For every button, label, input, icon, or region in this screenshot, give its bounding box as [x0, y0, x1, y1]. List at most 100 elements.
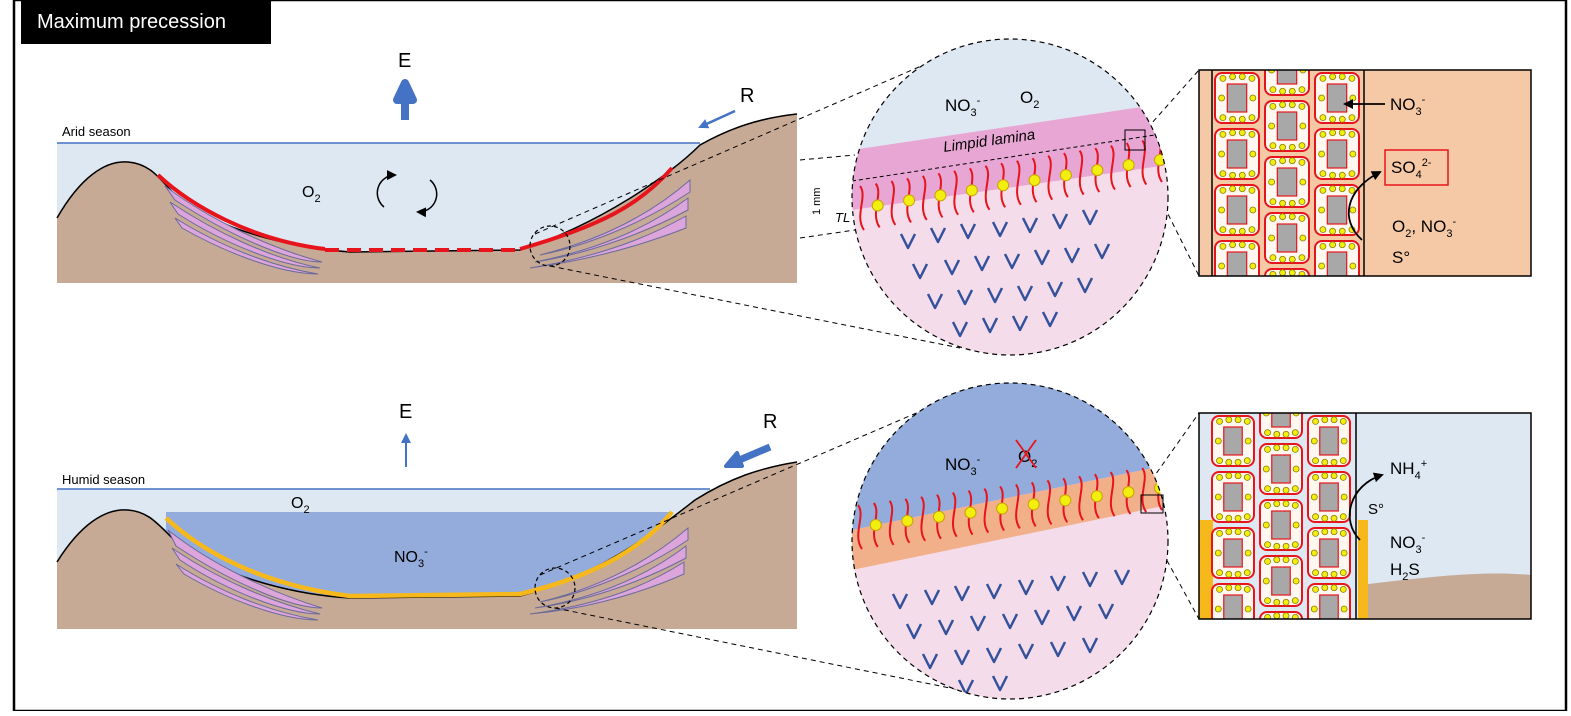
sulfur-granule	[869, 518, 882, 531]
sulfur-granule	[1216, 457, 1223, 465]
gypsum-crystal	[926, 293, 944, 310]
humid-laminae-left	[167, 529, 323, 621]
sulfur-granule	[1298, 103, 1306, 110]
sulfur-vacuole	[1271, 510, 1291, 540]
sulfur-granule	[1243, 417, 1251, 425]
sulfur-vacuole	[1223, 426, 1243, 456]
sulfur-granule	[1238, 185, 1246, 193]
arid-lake-section: E R Arid season O2	[56, 50, 798, 283]
sulfur-granule	[1279, 143, 1286, 151]
humid-gypsum-crystals	[891, 569, 1131, 696]
sulfur-granule	[1273, 556, 1281, 564]
sulfur-granule	[1219, 226, 1227, 234]
sulfur-granule	[1321, 584, 1329, 592]
arid-water-o2: O2	[302, 184, 321, 205]
sulfur-granule	[1338, 115, 1346, 123]
sulfur-granule	[1225, 458, 1233, 466]
sulfur-vacuole	[1319, 594, 1339, 619]
sulfur-granule	[1312, 586, 1319, 593]
sulfur-granule	[1244, 549, 1252, 557]
sulfur-granule	[1249, 206, 1257, 214]
scale-1mm-label: 1 mm	[811, 188, 823, 216]
arid-cell-no3: NO3-	[1390, 94, 1426, 118]
mat-filament	[1015, 483, 1021, 530]
gypsum-crystal	[953, 585, 971, 602]
gypsum-crystal	[1041, 311, 1059, 328]
gypsum-crystal	[1093, 243, 1111, 260]
sulfur-granule	[1216, 473, 1223, 481]
sulfur-granule	[1288, 87, 1296, 95]
sulfur-granule	[1273, 430, 1281, 438]
sulfur-granule	[1282, 612, 1290, 619]
sulfur-granule	[1291, 597, 1299, 604]
gypsum-crystal	[1003, 253, 1021, 270]
sulfur-granule	[1289, 46, 1295, 52]
sulfur-granule	[1268, 178, 1275, 186]
sulfur-granule	[1229, 129, 1236, 137]
gypsum-crystal	[1017, 643, 1035, 660]
gypsum-crystal	[1097, 603, 1115, 620]
sulfur-granule	[1338, 185, 1346, 193]
sulfur-granule	[1269, 198, 1277, 206]
arid-red-mat-right	[519, 166, 674, 251]
sulfur-granule	[1229, 115, 1236, 123]
gypsum-crystal	[985, 583, 1003, 600]
sulfur-vacuole	[1276, 167, 1298, 197]
sulfur-granule	[1218, 262, 1225, 270]
sulfur-granule	[1244, 626, 1250, 632]
humid-surface-o2: O2	[291, 495, 310, 516]
humid-zoom-source-box	[1140, 494, 1164, 514]
sulfur-granule	[1291, 501, 1299, 509]
sulfur-granule	[1330, 458, 1338, 466]
sulfur-granule	[1154, 482, 1166, 494]
sulfur-granule	[1330, 472, 1338, 480]
arid-cell-o2-no3: O2, NO3-	[1392, 216, 1456, 240]
sulfur-granule	[1298, 86, 1306, 93]
sulfur-granule	[1226, 627, 1232, 633]
humid-mat-filaments	[857, 465, 1166, 550]
arid-zoom-o2: O2	[1020, 88, 1039, 111]
sulfur-granule	[1298, 198, 1306, 206]
sulfur-granule	[1216, 586, 1223, 593]
sulfur-granule	[1310, 493, 1318, 501]
sulfur-granule	[1299, 311, 1305, 317]
sulfur-granule	[1238, 241, 1246, 249]
sulfur-granule	[1216, 417, 1223, 425]
sulfur-granule	[1289, 312, 1295, 318]
sulfur-granule	[1273, 598, 1281, 606]
sulfur-granule	[1239, 284, 1245, 290]
sulfur-granule	[932, 510, 945, 523]
arid-runoff-arrow	[698, 109, 736, 129]
sulfur-granule	[1248, 242, 1256, 250]
sulfur-granule	[1269, 86, 1277, 93]
sulfur-granule	[1248, 226, 1256, 234]
sulfur-granule	[1329, 115, 1336, 123]
arid-season-label: Arid season	[62, 124, 131, 139]
sulfur-granule	[1282, 430, 1290, 438]
sulfur-granule	[1319, 75, 1327, 82]
sulfur-granule	[1299, 47, 1305, 53]
sulfur-granule	[1243, 530, 1251, 537]
sulfur-granule	[965, 184, 978, 197]
sulfur-granule	[903, 194, 916, 207]
sulfur-granule	[996, 502, 1009, 515]
sulfur-granule	[1340, 626, 1346, 632]
mat-filament	[859, 185, 865, 231]
sulfur-granule	[1225, 584, 1233, 592]
sulfur-granule	[1338, 227, 1346, 235]
humid-cell-h2s: H2S	[1390, 560, 1420, 583]
mat-filament	[953, 170, 959, 216]
sulfur-granule	[1339, 417, 1347, 425]
sulfur-granule	[1249, 150, 1257, 158]
sulfur-granule	[1339, 284, 1345, 290]
sulfur-granule	[1339, 457, 1347, 465]
sulfur-granule	[997, 179, 1010, 192]
sulfur-granule	[1225, 416, 1233, 424]
gypsum-crystal	[969, 615, 987, 632]
sulfur-granule	[1312, 457, 1319, 465]
absent-o2-cross	[1015, 439, 1037, 469]
sulfur-granule	[1282, 444, 1290, 452]
sulfur-granule	[1269, 271, 1277, 276]
sulfur-vacuole	[1277, 280, 1296, 308]
sulfur-granule	[1312, 569, 1319, 576]
